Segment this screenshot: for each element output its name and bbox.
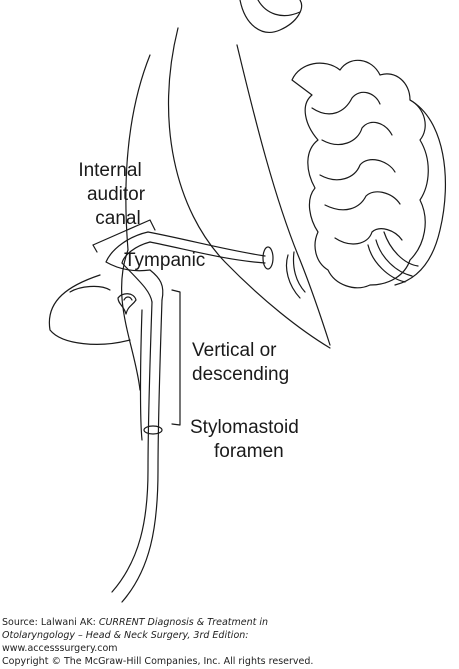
source-prefix: Source: Lalwani AK: — [2, 617, 99, 628]
vertical-label-line1: Vertical or — [192, 340, 277, 361]
cerebellum-fold — [319, 159, 396, 181]
source-url[interactable]: www.accesssurgery.com — [2, 643, 118, 654]
source-credit-line2: Otolaryngology – Head & Neck Surgery, 3r… — [2, 629, 248, 642]
medulla-band — [383, 231, 419, 267]
stylomastoid-label-line1: Stylomastoid — [190, 417, 299, 438]
nerve-root — [285, 254, 301, 299]
middle-ear-outline — [69, 285, 111, 293]
iac-bracket — [92, 219, 156, 246]
cerebellum-fold — [321, 121, 393, 145]
tympanic-segment — [121, 262, 153, 303]
lower-contour — [121, 249, 141, 391]
geniculate-loop — [105, 231, 151, 272]
source-credit-line1: Source: Lalwani AK: CURRENT Diagnosis & … — [2, 616, 268, 629]
stylomastoid-foramen — [143, 425, 163, 435]
vertical-segment — [121, 299, 163, 603]
iac-bracket — [92, 244, 98, 253]
cerebellum-fold — [334, 228, 403, 245]
stylomastoid-label-line2: foramen — [214, 441, 284, 462]
source-title-2: Otolaryngology – Head & Neck Surgery, 3r… — [2, 630, 249, 641]
cerebellum-fold — [311, 91, 381, 115]
porus-acusticus — [262, 246, 274, 270]
tympanic-label: Tympanic — [124, 250, 206, 271]
skull-contour-mid — [167, 27, 331, 349]
geniculate-loop — [121, 241, 151, 264]
pons-curve — [394, 99, 447, 286]
medulla-band — [375, 239, 413, 277]
vertical-bracket — [171, 289, 181, 426]
cerebellum-fold — [324, 191, 401, 211]
medulla-band — [367, 244, 406, 283]
skull-contour-top — [239, 0, 303, 33]
nerve-root — [292, 251, 306, 293]
vertical-segment — [111, 301, 153, 593]
internal-auditory-label-line3: canal — [95, 208, 141, 229]
ossicle — [117, 293, 137, 315]
copyright-notice: Copyright © The McGraw-Hill Companies, I… — [2, 656, 314, 667]
skull-contour-outer — [125, 54, 151, 251]
internal-auditory-label-line2: auditor — [86, 184, 146, 205]
facial-nerve-proximal — [149, 241, 266, 264]
vertical-segment-inner — [139, 309, 143, 441]
skull-contour-top2 — [257, 0, 301, 17]
vertical-label-line2: descending — [192, 364, 290, 385]
skull-contour-right — [236, 44, 331, 346]
ossicle — [123, 296, 133, 301]
internal-auditory-label-line1: Internal — [78, 160, 142, 181]
middle-ear-outline — [48, 274, 131, 345]
source-title: CURRENT Diagnosis & Treatment in — [98, 617, 269, 628]
tympanic-segment — [149, 269, 164, 301]
brainstem-outline — [291, 59, 429, 289]
internal-auditory-label: Internal — [60, 160, 160, 183]
facial-nerve-proximal — [147, 231, 266, 257]
